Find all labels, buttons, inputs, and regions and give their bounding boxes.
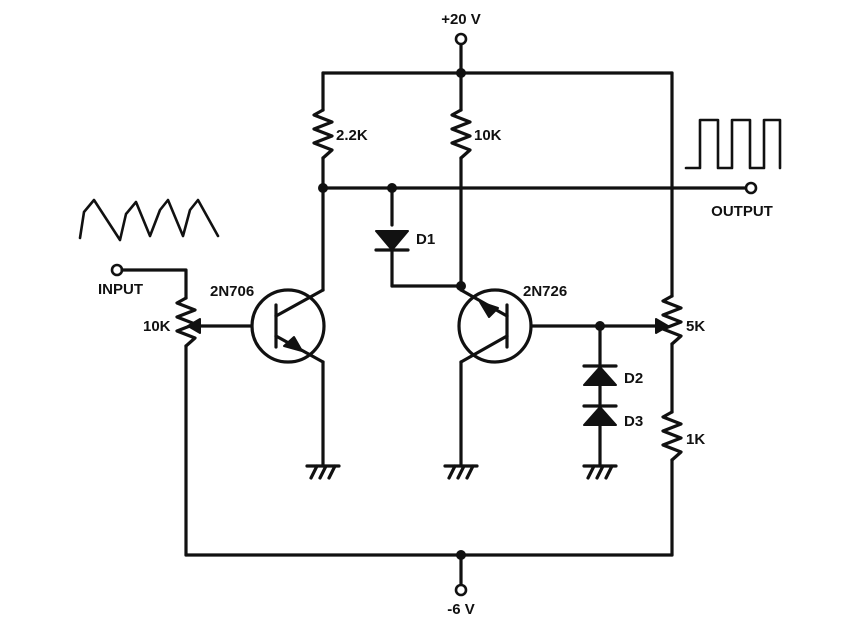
positive-supply: +20 V bbox=[441, 11, 481, 75]
diode-d1-label: D1 bbox=[416, 231, 435, 248]
bottom-resistor-label: 1K bbox=[686, 431, 705, 448]
output-square-wave bbox=[684, 118, 782, 170]
negative-supply: -6 V bbox=[447, 553, 475, 618]
diode-d2: D2 bbox=[582, 364, 643, 406]
diode-d2-label: D2 bbox=[624, 370, 643, 387]
trim-wiper-arrow bbox=[655, 318, 669, 334]
output-terminal bbox=[744, 181, 758, 195]
input-wiper-arrow bbox=[187, 318, 201, 334]
base-resistor-label: 10K bbox=[474, 127, 502, 144]
positive-supply-label: +20 V bbox=[441, 11, 481, 28]
transistor-q2: 2N726 bbox=[457, 283, 567, 364]
trim-potentiometer: 5K bbox=[661, 294, 705, 346]
ground-q2 bbox=[443, 464, 479, 480]
junction-bottom-rail bbox=[456, 550, 466, 560]
trim-potentiometer-label: 5K bbox=[686, 318, 705, 335]
negative-supply-label: -6 V bbox=[447, 601, 475, 618]
input-line bbox=[120, 268, 188, 300]
diode-d3-label: D3 bbox=[624, 413, 643, 430]
transistor-q1-label: 2N706 bbox=[210, 283, 254, 300]
diode-d1: D1 bbox=[374, 186, 463, 288]
transistor-q1: 2N706 bbox=[210, 283, 326, 364]
transistor-q2-label: 2N726 bbox=[523, 283, 567, 300]
collector-resistor: 2.2K bbox=[312, 71, 368, 292]
input-potentiometer-label: 10K bbox=[143, 318, 171, 335]
ground-diodes bbox=[582, 464, 618, 480]
negative-supply-terminal bbox=[454, 583, 468, 597]
input-label: INPUT bbox=[98, 281, 143, 298]
diode-d3: D3 bbox=[582, 404, 643, 468]
positive-supply-terminal bbox=[454, 32, 468, 46]
ground-q1 bbox=[305, 464, 341, 480]
output-label: OUTPUT bbox=[711, 203, 773, 220]
collector-resistor-label: 2.2K bbox=[336, 127, 368, 144]
input-potentiometer: 10K bbox=[143, 296, 197, 348]
input-sawtooth-wave bbox=[78, 198, 220, 242]
bottom-resistor: 1K bbox=[661, 410, 705, 462]
base-resistor: 10K bbox=[450, 71, 502, 288]
